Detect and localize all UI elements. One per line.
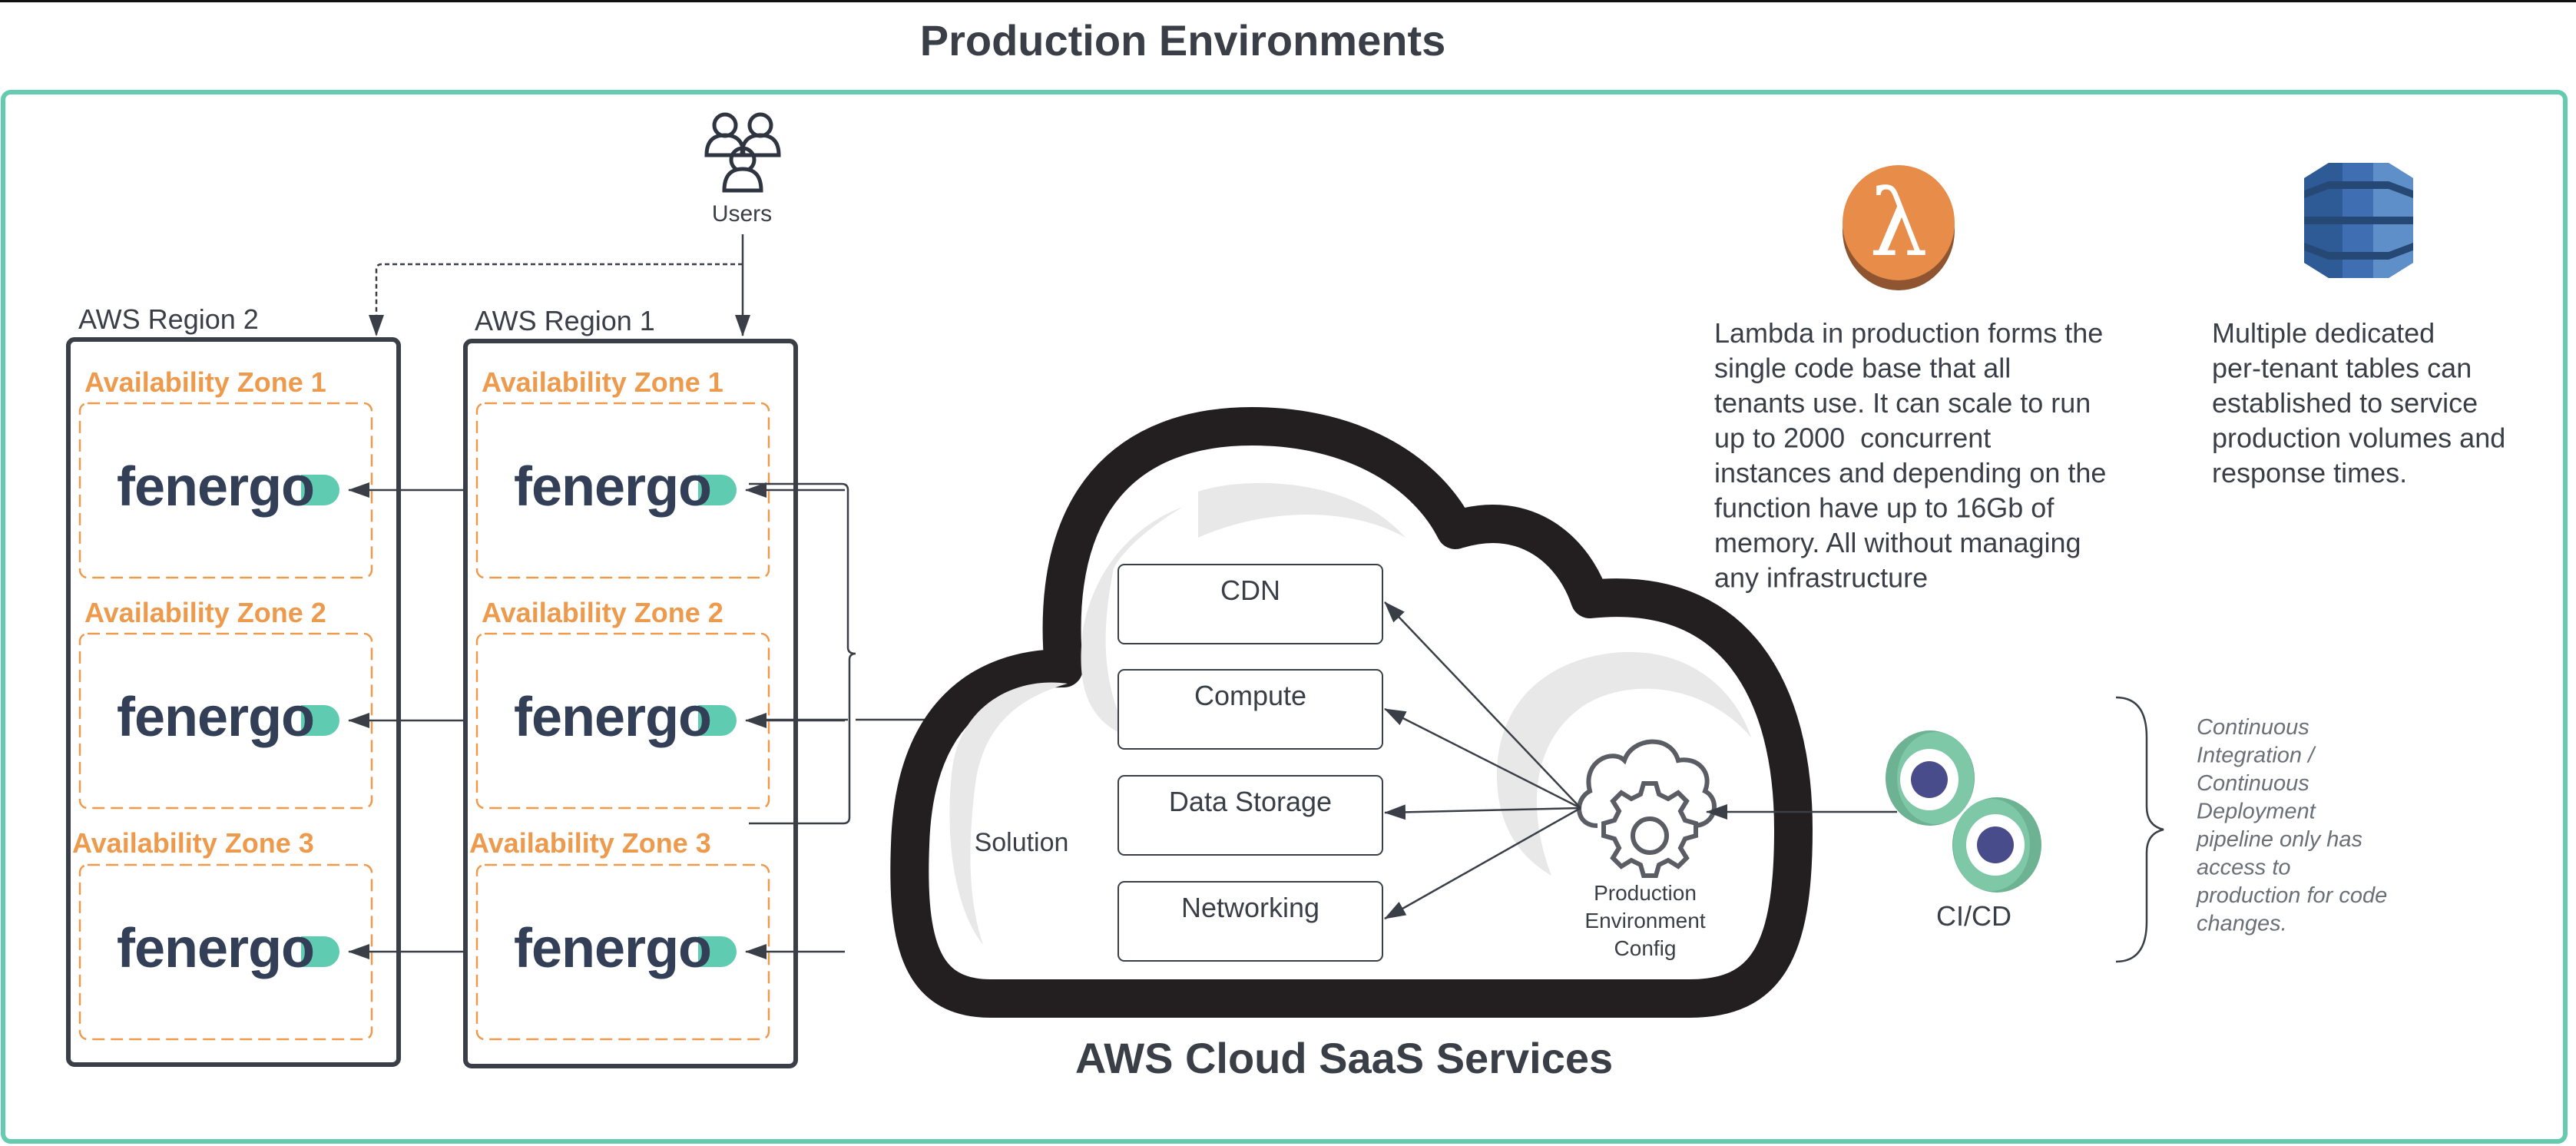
solution-label: Solution bbox=[975, 828, 1069, 857]
fenergo-logo: fenergo bbox=[117, 687, 339, 748]
config-label-line-1: Production bbox=[1594, 881, 1697, 905]
availability-zone-label: Availability Zone 3 bbox=[72, 827, 314, 859]
lambda-description-line: any infrastructure bbox=[1714, 562, 1928, 594]
region1-label: AWS Region 1 bbox=[475, 305, 655, 336]
dynamodb-description-line: response times. bbox=[2212, 457, 2407, 489]
availability-zone: Availability Zone 2 fenergo bbox=[78, 597, 465, 810]
svg-text:λ: λ bbox=[1869, 171, 1928, 277]
lambda-description-line: up to 2000 concurrent bbox=[1714, 422, 1991, 454]
cicd-label: CI/CD bbox=[1936, 900, 2011, 932]
service-box-networking: Networking bbox=[1117, 881, 1383, 962]
fenergo-wordmark: fenergo bbox=[117, 456, 314, 518]
cicd-icon bbox=[1886, 730, 2041, 893]
availability-zone-label: Availability Zone 2 bbox=[84, 597, 326, 628]
users-to-region2-connector bbox=[369, 263, 743, 336]
fenergo-wordmark: fenergo bbox=[514, 687, 711, 748]
cicd-note-line: access to bbox=[2197, 856, 2291, 880]
lambda-description-line: instances and depending on the bbox=[1714, 457, 2106, 489]
lambda-description-line: tenants use. It can scale to run bbox=[1714, 387, 2091, 419]
availability-zone: Availability Zone 3 fenergo bbox=[469, 827, 845, 1041]
environment-frame bbox=[1, 90, 2568, 1144]
lambda-icon: λ bbox=[1843, 165, 1955, 290]
cicd-note-line: Continuous bbox=[2197, 771, 2309, 796]
availability-zone: Availability Zone 2 fenergo bbox=[475, 597, 845, 810]
fenergo-logo: fenergo bbox=[117, 456, 339, 518]
service-label: Compute bbox=[1194, 680, 1306, 711]
region2-label: AWS Region 2 bbox=[78, 303, 259, 335]
lambda-description-line: function have up to 16Gb of bbox=[1714, 492, 2055, 524]
service-label: Data Storage bbox=[1169, 786, 1332, 817]
cloud-to-region1-bracket bbox=[749, 482, 856, 825]
availability-zone: Availability Zone 1 fenergo bbox=[475, 366, 845, 579]
config-to-networking-arrow bbox=[1384, 807, 1581, 920]
users-icon bbox=[704, 112, 781, 193]
region2-box bbox=[66, 337, 401, 1067]
availability-zone-label: Availability Zone 2 bbox=[482, 597, 723, 628]
cloud-gear-icon bbox=[1577, 739, 1717, 878]
service-label: Networking bbox=[1181, 892, 1319, 923]
cloud-title: AWS Cloud SaaS Services bbox=[1075, 1034, 1613, 1082]
lambda-description: Lambda in production forms the single cod… bbox=[1714, 317, 2106, 594]
availability-zone-label: Availability Zone 1 bbox=[482, 366, 723, 398]
top-border bbox=[0, 0, 2576, 2]
fenergo-logo: fenergo bbox=[117, 918, 339, 979]
fenergo-wordmark: fenergo bbox=[117, 687, 314, 748]
fenergo-wordmark: fenergo bbox=[117, 918, 314, 979]
fenergo-wordmark: fenergo bbox=[514, 456, 711, 518]
fenergo-logo: fenergo bbox=[514, 918, 737, 979]
dynamodb-description-line: Multiple dedicated bbox=[2212, 317, 2435, 349]
availability-zone-box bbox=[78, 402, 373, 579]
config-to-cdn-arrow bbox=[1384, 601, 1581, 809]
config-to-compute-arrow bbox=[1384, 707, 1581, 810]
config-label-line-2: Environment bbox=[1584, 909, 1705, 932]
cicd-note-line: Integration / bbox=[2197, 744, 2316, 768]
fenergo-logo: fenergo bbox=[514, 687, 737, 748]
availability-zone: Availability Zone 3 fenergo bbox=[72, 827, 465, 1041]
page-title: Production Environments bbox=[920, 16, 1446, 65]
availability-zone-label: Availability Zone 3 bbox=[469, 827, 711, 859]
cicd-note-line: pipeline only has bbox=[2196, 827, 2362, 852]
region1-box bbox=[463, 339, 798, 1068]
lambda-description-line: Lambda in production forms the bbox=[1714, 317, 2103, 349]
availability-zone-box bbox=[78, 863, 373, 1041]
cicd-note-line: changes. bbox=[2197, 912, 2287, 936]
availability-zone-box bbox=[78, 632, 373, 810]
dynamodb-description-line: per-tenant tables can bbox=[2212, 353, 2472, 384]
cicd-note-line: Continuous bbox=[2197, 715, 2309, 740]
availability-zone-box bbox=[475, 632, 770, 810]
curly-brace bbox=[2115, 696, 2164, 963]
cicd-note-line: Deployment bbox=[2197, 800, 2317, 824]
service-label: CDN bbox=[1220, 575, 1280, 606]
service-box-compute: Compute bbox=[1117, 669, 1383, 750]
cicd-note-line: production for code bbox=[2196, 883, 2387, 908]
fenergo-logo: fenergo bbox=[514, 456, 737, 518]
service-box-cdn: CDN bbox=[1117, 564, 1383, 644]
availability-zone-box bbox=[475, 402, 770, 579]
dynamodb-description-line: production volumes and bbox=[2212, 422, 2505, 454]
availability-zone-label: Availability Zone 1 bbox=[84, 366, 326, 398]
config-label-line-3: Config bbox=[1614, 936, 1677, 960]
lambda-description-line: memory. All without managing bbox=[1714, 527, 2081, 558]
dynamodb-description-line: established to service bbox=[2212, 387, 2478, 419]
config-to-storage-arrow bbox=[1384, 804, 1581, 820]
users-label: Users bbox=[712, 201, 772, 227]
availability-zone-box bbox=[475, 863, 770, 1041]
lambda-description-line: single code base that all bbox=[1714, 353, 2011, 384]
dynamodb-description: Multiple dedicated per-tenant tables cane… bbox=[2212, 317, 2505, 489]
service-box-data-storage: Data Storage bbox=[1117, 775, 1383, 856]
fenergo-wordmark: fenergo bbox=[514, 918, 711, 979]
dynamodb-icon bbox=[2304, 163, 2413, 278]
availability-zone: Availability Zone 1 fenergo bbox=[78, 366, 465, 579]
